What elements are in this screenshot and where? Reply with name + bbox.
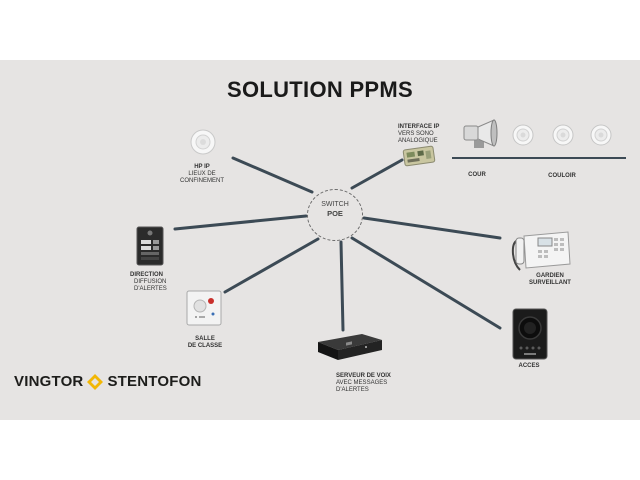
salle-title2: DE CLASSE: [187, 343, 223, 349]
salle-title1: SALLE: [195, 336, 215, 342]
hp-ip-title: HP IP: [194, 164, 210, 170]
cour-label: COUR: [462, 172, 492, 179]
ceiling-speaker-icon: [590, 124, 612, 146]
hp-ip-sub1: LIEUX DE: [188, 171, 216, 177]
direction-label: DIRECTION DIFFUSION D'ALERTES: [130, 272, 174, 293]
link-hp-ip: [231, 156, 314, 194]
couloir-title: COULOIR: [548, 173, 576, 179]
link-interface-ip: [350, 158, 404, 190]
intercom-panel-icon: [136, 226, 164, 266]
acces-title: ACCES: [518, 363, 540, 369]
interface-ip-title: INTERFACE IP: [398, 124, 440, 130]
brand-diamond-icon: [87, 374, 104, 391]
horn-speaker-icon: [463, 119, 498, 148]
access-panel-icon: [512, 308, 548, 360]
link-serveur: [339, 240, 345, 332]
hub-line2: POE: [327, 209, 343, 218]
direction-title: DIRECTION: [130, 272, 163, 278]
voice-server-icon: [318, 334, 382, 360]
classroom-intercom-icon: [186, 290, 222, 326]
serveur-sub1: AVEC MESSAGES D'ALERTES: [336, 380, 388, 393]
direction-sub2: D'ALERTES: [134, 286, 167, 292]
link-gardien: [362, 216, 502, 240]
hp-ip-label: HP IP LIEUX DE CONFINEMENT: [172, 164, 232, 185]
desk-station-icon: [511, 231, 571, 271]
gardien-label: GARDIEN SURVEILLANT: [528, 273, 572, 287]
page-title: SOLUTION PPMS: [226, 77, 414, 102]
gardien-title1: GARDIEN: [536, 273, 564, 279]
serveur-label: SERVEUR DE VOIX AVEC MESSAGES D'ALERTES: [336, 373, 420, 394]
acces-label: ACCES: [514, 363, 544, 370]
interface-module-icon: [402, 145, 436, 167]
brand-right-text: STENTOFON: [107, 373, 202, 390]
hp-ip-sub2: CONFINEMENT: [180, 178, 224, 184]
serveur-title: SERVEUR DE VOIX: [336, 373, 391, 379]
interface-ip-label: INTERFACE IP VERS SONO ANALOGIQUE: [398, 124, 452, 145]
ceiling-speaker-icon: [552, 124, 574, 146]
gardien-title2: SURVEILLANT: [529, 280, 571, 286]
switch-poe-hub: SWITCH POE: [307, 189, 363, 241]
interface-ip-sub1: VERS SONO: [398, 131, 434, 137]
cour-title: COUR: [468, 172, 486, 178]
salle-label: SALLE DE CLASSE: [184, 336, 226, 350]
brand-left-text: VINGTOR: [14, 373, 84, 390]
direction-sub1: DIFFUSION: [134, 279, 167, 285]
hub-line1: SWITCH: [321, 201, 349, 208]
ceiling-speaker-icon: [190, 129, 216, 155]
link-direction: [173, 214, 308, 231]
brand-logo: VINGTOR STENTOFON: [14, 373, 202, 391]
interface-ip-sub2: ANALOGIQUE: [398, 138, 438, 144]
ceiling-speaker-icon: [512, 124, 534, 146]
link-salle: [223, 237, 320, 294]
couloir-label: COULOIR: [542, 173, 582, 180]
link-acces: [350, 236, 502, 330]
